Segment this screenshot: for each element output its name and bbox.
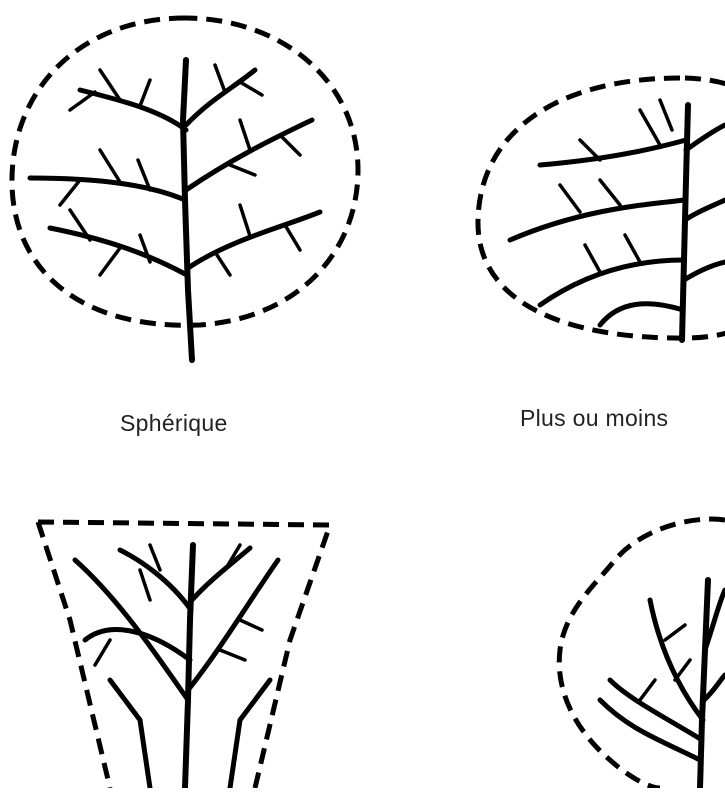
tree-spherical (12, 18, 358, 360)
branches-ovoid (510, 100, 725, 340)
tree-conical (38, 522, 330, 788)
branches-irregular (600, 580, 725, 788)
tree-ovoid (478, 78, 725, 340)
tree-irregular (559, 519, 725, 788)
branches-spherical (30, 60, 320, 360)
label-ovoid: Plus ou moins (520, 405, 668, 432)
label-spherical: Sphérique (120, 410, 228, 437)
branches-conical (75, 545, 278, 788)
